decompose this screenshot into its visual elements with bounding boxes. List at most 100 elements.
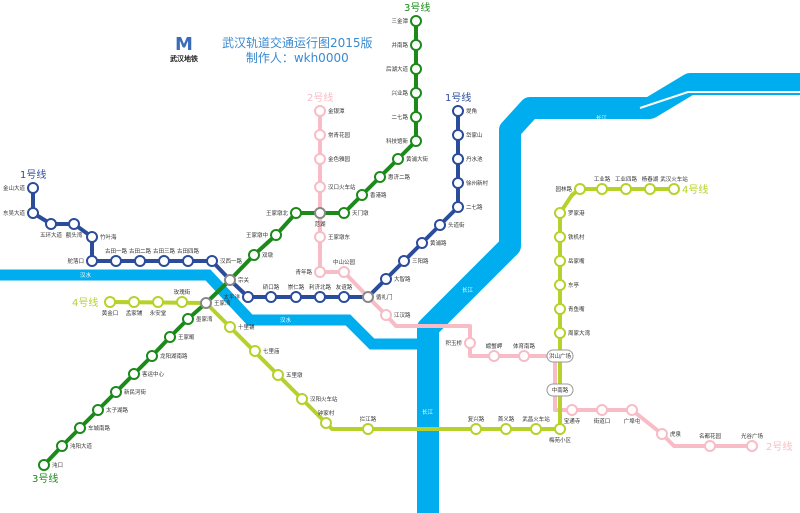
station-青年路[interactable]: 青年路 [295,266,326,278]
station-古田一路[interactable]: 古田一路 [105,247,128,267]
station-孟家铺[interactable]: 孟家铺 [126,296,143,317]
station-常青花园[interactable]: 常青花园 [314,129,351,141]
station-复兴路[interactable]: 复兴路 [468,415,485,435]
station-永安堂[interactable]: 永安堂 [150,296,167,317]
station-广埠屯[interactable]: 广埠屯 [624,404,641,425]
station-舵落口[interactable]: 舵落口 [67,255,98,267]
station-体育南路[interactable]: 体育南路 [513,342,536,362]
station-额头湾[interactable]: 额头湾 [66,218,83,239]
station-marker [410,39,422,51]
station-王家墩中[interactable]: 王家墩中 [246,229,282,241]
station-周家大湾[interactable]: 周家大湾 [554,327,591,339]
station-罗家港[interactable]: 罗家港 [554,207,585,219]
station-螃蟹岬[interactable]: 螃蟹岬 [486,342,503,362]
station-客运中心[interactable]: 客运中心 [128,368,165,380]
station-拦江路[interactable]: 拦江路 [360,415,377,435]
station-工业路[interactable]: 工业路 [594,175,611,195]
station-虎泉[interactable]: 虎泉 [656,428,682,440]
station-中山公园[interactable]: 中山公园 [333,258,356,278]
station-金山大道[interactable]: 金山大道 [3,182,39,194]
station-车城南路[interactable]: 车城南路 [74,422,111,434]
station-大智路[interactable]: 大智路 [380,273,411,285]
station-后湖大道[interactable]: 后湖大道 [386,63,422,75]
station-黄金口[interactable]: 黄金口 [102,296,119,317]
station-香港路[interactable]: 香港路 [356,189,387,201]
station-积玉桥[interactable]: 积玉桥 [445,337,476,349]
station-沌阳大道[interactable]: 沌阳大道 [56,440,93,452]
station-玫瑰街[interactable]: 玫瑰街 [174,288,191,308]
station-钟家村[interactable]: 钟家村 [318,409,335,429]
station-双墩[interactable]: 双墩 [248,249,274,261]
station-新民河街[interactable]: 新民河街 [110,386,147,398]
station-惠济二路[interactable]: 惠济二路 [374,171,411,183]
station-王家湾[interactable]: 王家湾 [200,297,231,309]
station-首义路[interactable]: 首义路 [498,415,515,435]
station-铁机村[interactable]: 铁机村 [554,231,585,243]
station-园林路[interactable]: 园林路 [555,183,586,195]
station-街道口[interactable]: 街道口 [594,404,611,425]
station-金银潭[interactable]: 金银潭 [314,105,345,117]
station-光谷广场[interactable]: 光谷广场 [741,432,764,452]
station-三金潭[interactable]: 三金潭 [391,15,422,27]
station-堤角[interactable]: 堤角 [452,105,477,117]
station-宗关[interactable]: 宗关 [224,274,250,286]
station-工业四路[interactable]: 工业四路 [615,175,638,195]
station-太子湖路[interactable]: 太子湖路 [92,404,129,416]
station-二七路[interactable]: 二七路 [391,111,422,123]
station-汉阳火车站[interactable]: 汉阳火车站 [296,393,338,405]
station-十里铺[interactable]: 十里铺 [224,321,255,333]
station-古田四路[interactable]: 古田四路 [177,247,200,267]
station-marker [392,153,404,165]
station-青鱼嘴[interactable]: 青鱼嘴 [554,303,585,315]
station-岱家山[interactable]: 岱家山 [452,129,483,141]
station-天门墩[interactable]: 天门墩 [338,207,369,219]
station-范湖[interactable]: 范湖 [314,207,326,228]
station-武汉火车站[interactable]: 武汉火车站 [660,175,688,195]
station-杨春湖[interactable]: 杨春湖 [642,175,659,195]
station-名都花园[interactable]: 名都花园 [699,432,722,452]
station-黄浦大街[interactable]: 黄浦大街 [392,153,429,165]
station-兴业路[interactable]: 兴业路 [391,87,422,99]
station-头道街[interactable]: 头道街 [434,219,465,231]
station-龙阳湖南路[interactable]: 龙阳湖南路 [146,350,188,362]
station-五里墩[interactable]: 五里墩 [272,369,303,381]
station-古田三路[interactable]: 古田三路 [153,247,176,267]
station-沌口[interactable]: 沌口 [38,459,63,471]
station-东亭[interactable]: 东亭 [554,279,580,291]
station-武昌火车站[interactable]: 武昌火车站 [522,415,550,435]
station-黄浦路[interactable]: 黄浦路 [416,237,447,249]
station-竹叶海[interactable]: 竹叶海 [86,231,117,243]
station-并南路[interactable]: 并南路 [391,39,422,51]
station-王家墩东[interactable]: 王家墩东 [314,231,351,243]
station-太平洋[interactable]: 太平洋 [223,291,254,303]
station-王家墩北[interactable]: 王家墩北 [266,207,302,219]
station-循礼门[interactable]: 循礼门 [362,291,393,303]
station-王家畈[interactable]: 王家畈 [164,331,195,343]
station-岳家嘴[interactable]: 岳家嘴 [554,255,585,267]
station-金色雅园[interactable]: 金色雅园 [314,153,351,165]
station-label: 青年路 [295,268,312,276]
station-中南路[interactable]: 中南路 [546,383,574,397]
station-崇仁路[interactable]: 崇仁路 [288,283,305,303]
station-汉口火车站[interactable]: 汉口火车站 [314,181,356,193]
station-汉西一路[interactable]: 汉西一路 [206,255,243,267]
station-友谊路[interactable]: 友谊路 [336,283,353,303]
station-东吴大道[interactable]: 东吴大道 [3,207,39,219]
station-墨家湾[interactable]: 墨家湾 [182,313,213,325]
station-硚口路[interactable]: 硚口路 [263,283,280,303]
station-徐州新村[interactable]: 徐州新村 [452,177,489,189]
station-二七路[interactable]: 二七路 [452,201,483,213]
station-宝通寺[interactable]: 宝通寺 [564,404,581,425]
station-梅苑小区[interactable]: 梅苑小区 [549,423,572,444]
station-丹水池[interactable]: 丹水池 [452,153,483,165]
station-五环大道[interactable]: 五环大道 [40,218,63,239]
station-江汉路[interactable]: 江汉路 [380,309,411,321]
yangtze-river-stripe [639,91,800,109]
station-三阳路[interactable]: 三阳路 [398,255,429,267]
station-七里庙[interactable]: 七里庙 [249,345,280,357]
station-古田二路[interactable]: 古田二路 [129,247,152,267]
station-洪山广场[interactable]: 洪山广场 [546,349,574,363]
line2-label-east: 2号线 [766,440,792,453]
station-科技馆新[interactable]: 科技馆新 [386,135,422,147]
station-利济北路[interactable]: 利济北路 [309,283,332,303]
